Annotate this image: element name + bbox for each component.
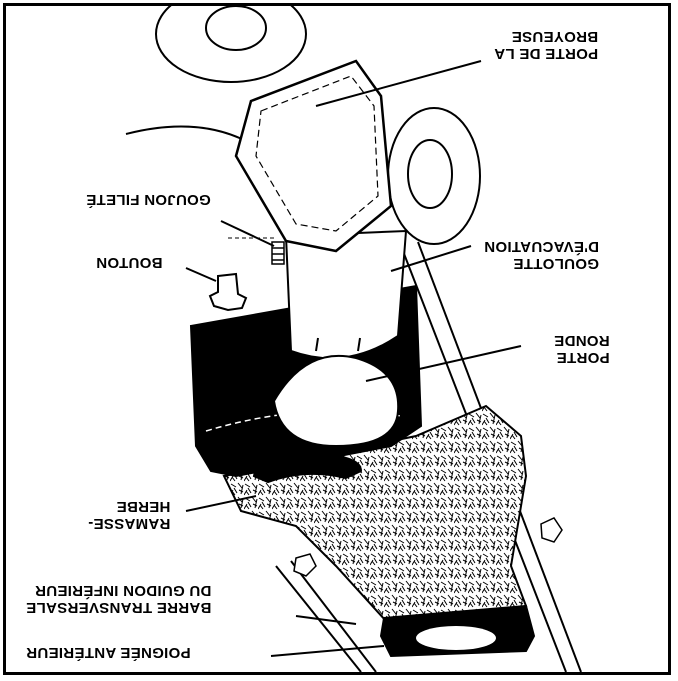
deck-edge [126,126,246,141]
mulcher-door [236,61,391,251]
label-goujon-filete: GOUJON FILETÉ [86,191,211,208]
rear-wheel-top [156,6,306,82]
label-porte-broyeuse: PORTE DE LA BROYEUSE [494,28,598,62]
label-bouton: BOUTON [96,254,163,271]
knob [210,274,246,310]
label-goulotte: GOULOTTE D'ÉVACUATION [484,238,599,272]
rear-wheel-right [388,108,480,244]
discharge-chute [286,231,406,358]
label-porte-ronde: PORTE RONDE [554,332,610,366]
label-barre-transversale: BARRE TRANSVERSALE DU GUIDON INFÉRIEUR [26,582,211,616]
diagram-frame: PORTE DE LA BROYEUSE GOUJON FILETÉ BOUTO… [3,3,671,675]
label-poignee-anterieur: POIGNÉE ANTÉRIEUR [26,644,191,661]
label-ramasse-herbe: RAMASSE- HERBE [88,498,170,532]
